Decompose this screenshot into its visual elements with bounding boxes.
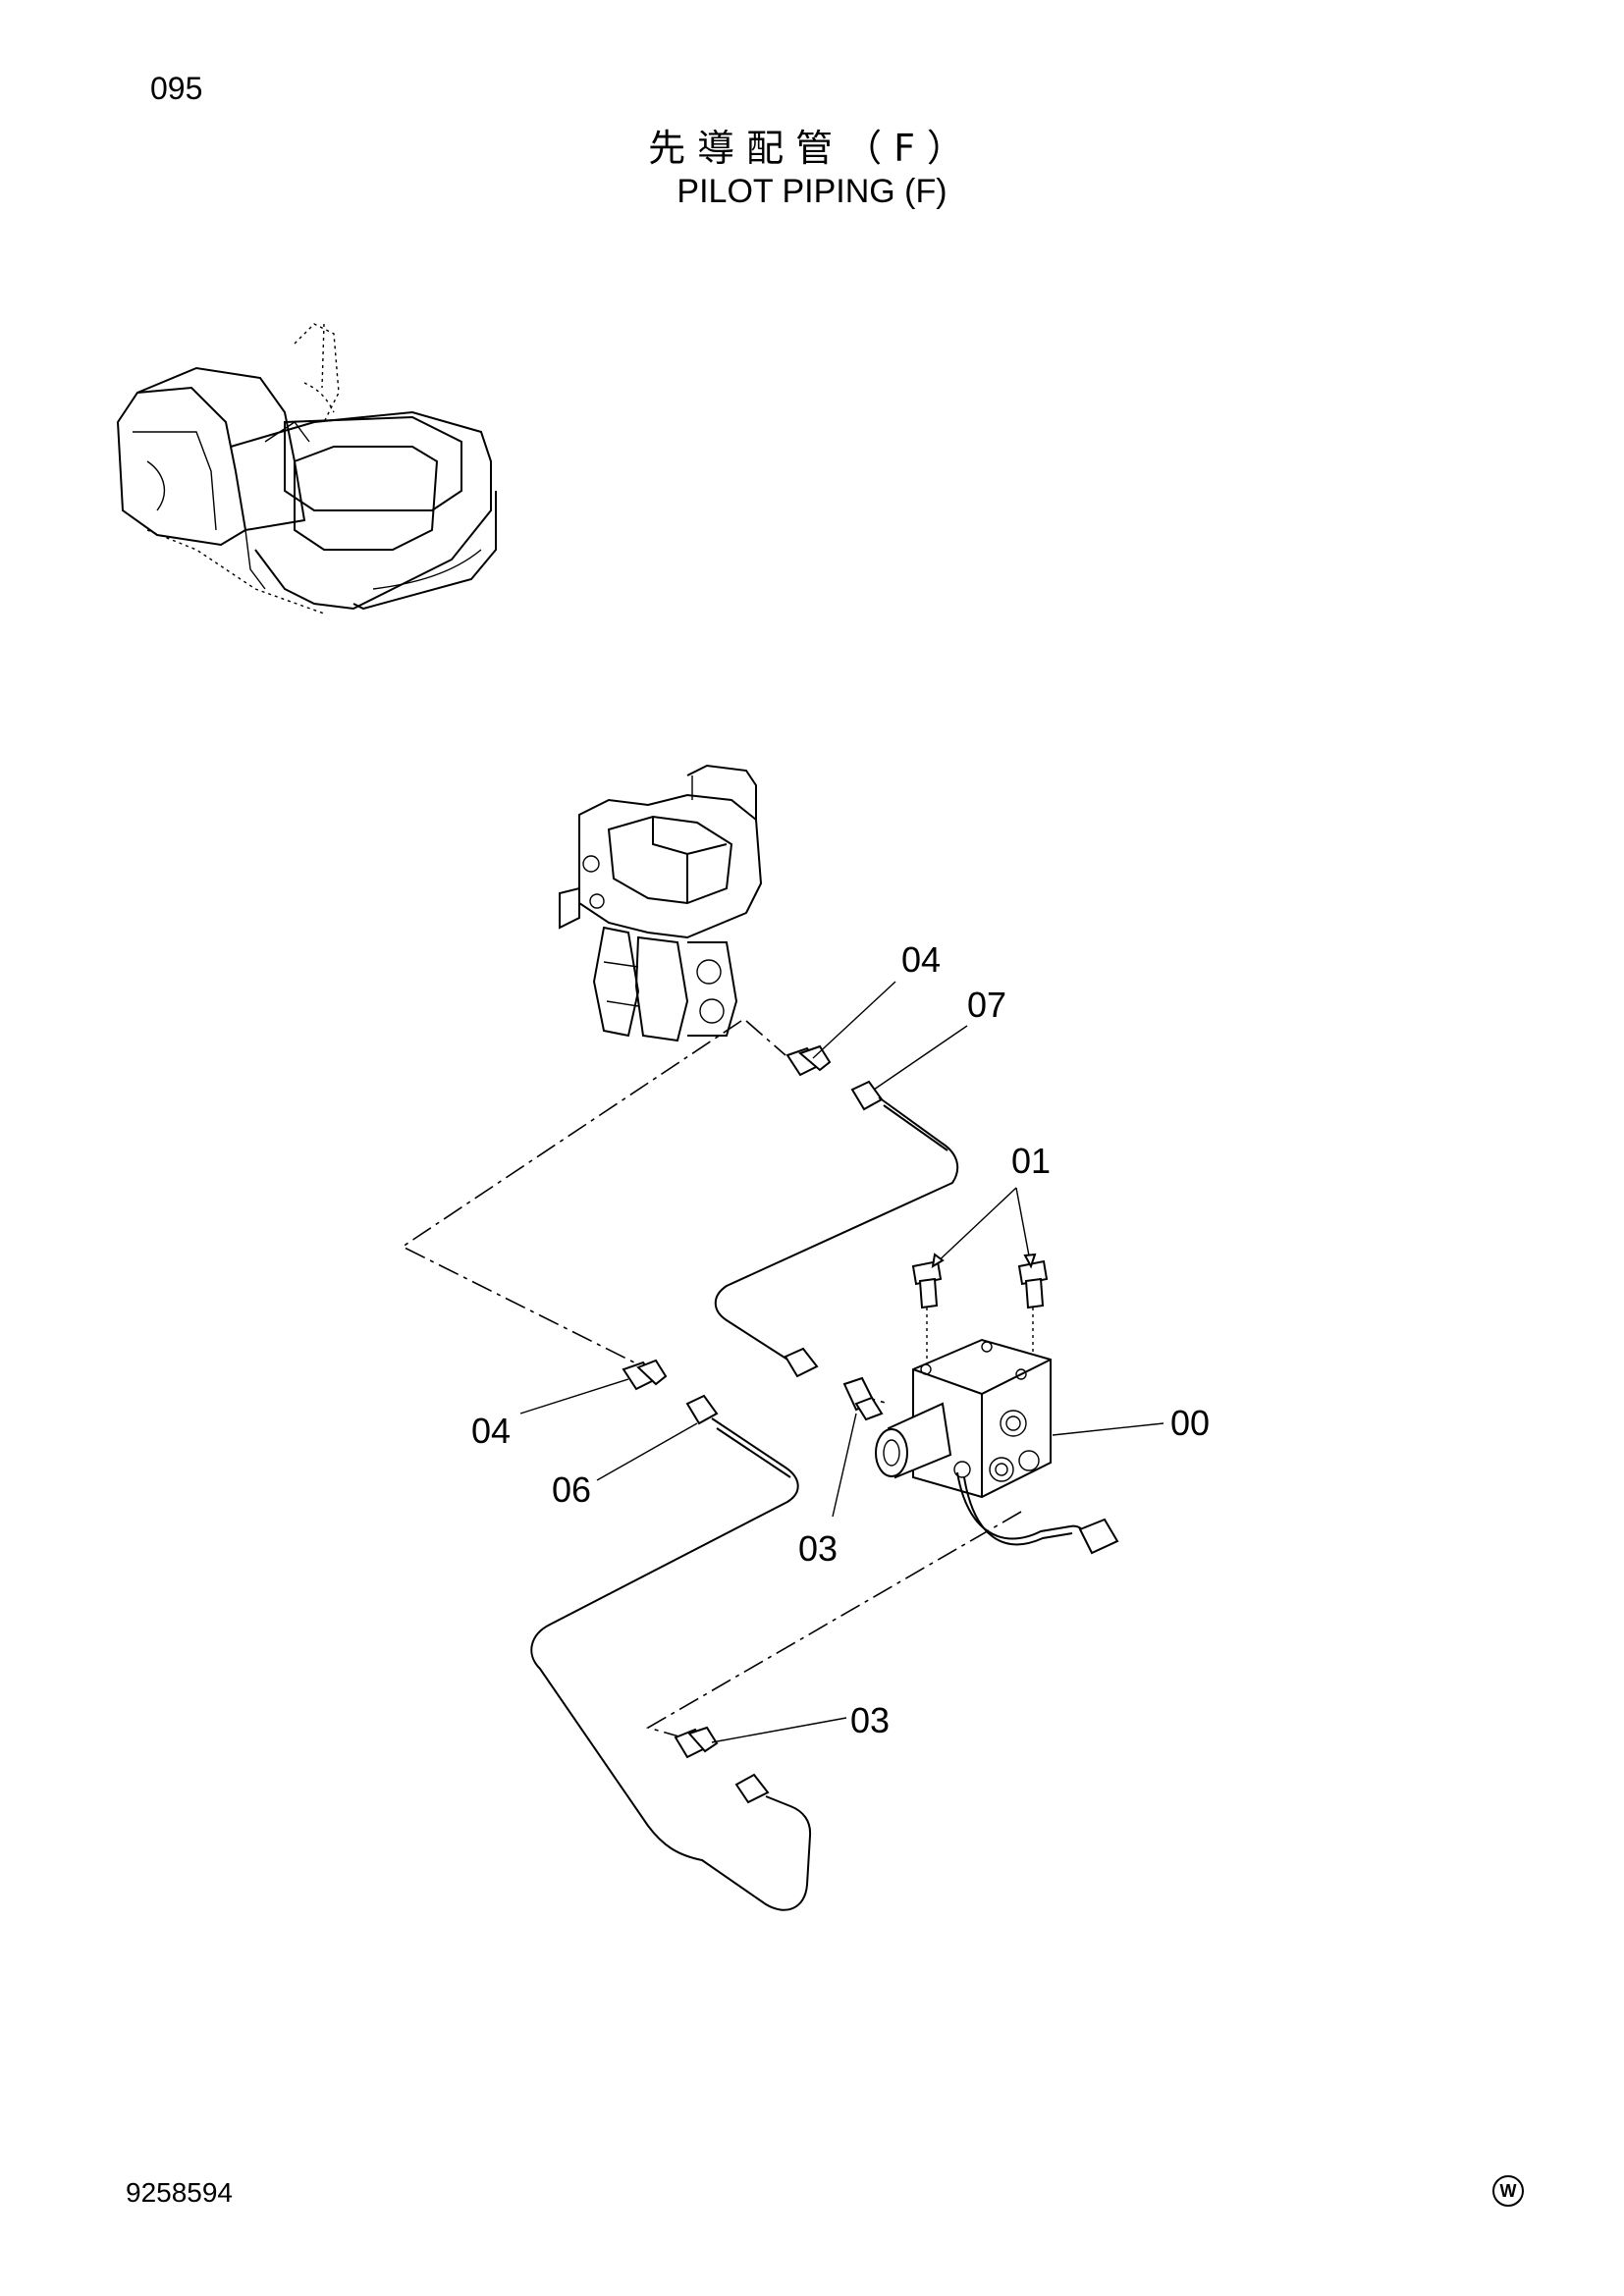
callout-06: 06 bbox=[552, 1469, 591, 1510]
callout-04-left: 04 bbox=[471, 1411, 511, 1451]
pipe-07-end-nut bbox=[784, 1347, 819, 1378]
leader-04-left bbox=[519, 1378, 629, 1415]
leader-01-right bbox=[1015, 1187, 1032, 1267]
alignment-line-top-fitting bbox=[745, 1020, 786, 1056]
pipe-07 bbox=[714, 1096, 959, 1365]
fitting-04-left bbox=[622, 1359, 668, 1391]
fitting-lower-nut bbox=[734, 1773, 770, 1804]
title-english: PILOT PIPING (F) bbox=[677, 173, 947, 210]
leader-01-arrow-left bbox=[931, 1253, 945, 1268]
callout-04-top: 04 bbox=[901, 939, 941, 980]
callout-03-bottom: 03 bbox=[850, 1700, 890, 1740]
alignment-line-upper bbox=[401, 1020, 742, 1365]
footer-drawing-code: 9258594 bbox=[126, 2177, 234, 2208]
excavator-overview-illustration bbox=[116, 323, 497, 614]
leader-03-bottom bbox=[711, 1717, 847, 1743]
fitting-06-nut bbox=[685, 1394, 719, 1425]
alignment-line-lower bbox=[645, 1511, 1022, 1738]
title-japanese: 先導配管（F） bbox=[648, 127, 976, 170]
pipe-06 bbox=[530, 1417, 812, 1911]
leader-03-mid bbox=[832, 1413, 857, 1518]
footer-w-mark: W bbox=[1492, 2175, 1524, 2207]
callout-00: 00 bbox=[1170, 1403, 1210, 1443]
fitting-03-mid bbox=[842, 1376, 884, 1421]
solenoid-valve-00 bbox=[875, 1338, 1119, 1555]
callout-01: 01 bbox=[1011, 1141, 1051, 1181]
fitting-07-nut bbox=[850, 1080, 884, 1111]
bolt-01-right bbox=[1017, 1259, 1049, 1309]
fitting-03-bottom bbox=[674, 1726, 719, 1759]
leader-07 bbox=[873, 1025, 968, 1091]
leader-04-top bbox=[812, 981, 896, 1059]
fitting-04-top bbox=[785, 1044, 832, 1077]
leader-00 bbox=[1052, 1422, 1164, 1436]
page-number: 095 bbox=[150, 71, 203, 106]
leader-01-left bbox=[932, 1187, 1017, 1267]
bolt-01-left bbox=[911, 1259, 943, 1309]
pilot-valve-assembly bbox=[559, 764, 763, 1042]
callout-03-mid: 03 bbox=[798, 1528, 838, 1569]
callout-07: 07 bbox=[967, 985, 1006, 1025]
leader-01-arrow-right bbox=[1023, 1253, 1037, 1269]
leader-06 bbox=[596, 1422, 698, 1481]
